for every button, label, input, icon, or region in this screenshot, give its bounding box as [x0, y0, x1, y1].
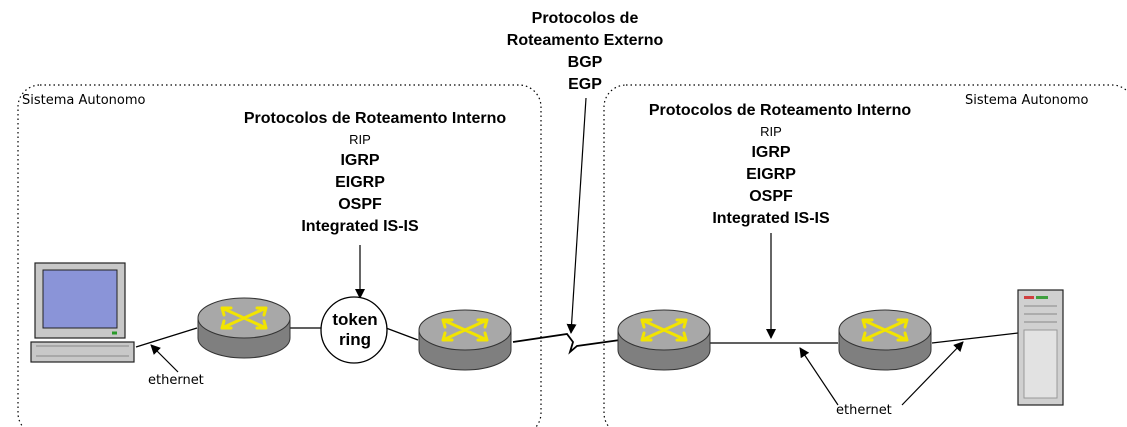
left-protocol-isis: Integrated IS-IS [301, 218, 419, 235]
right-protocol-rip: RIP [760, 124, 782, 139]
external-protocol-bgp: BGP [567, 54, 603, 71]
token-ring-icon [320, 296, 388, 364]
external-title-line2: Roteamento Externo [506, 32, 664, 49]
external-protocol-pointer [566, 97, 587, 334]
right-protocol-igrp: IGRP [751, 144, 791, 161]
router-icon [617, 309, 711, 371]
left-protocol-rip: RIP [349, 132, 371, 147]
right-as-heading: Protocolos de Roteamento Interno [648, 102, 912, 119]
router-icon [418, 309, 512, 371]
ethernet-link-pc-router [135, 327, 198, 348]
right-as-label: Sistema Autonomo [965, 93, 1089, 108]
left-as-heading: Protocolos de Roteamento Interno [243, 110, 507, 127]
router-icon [197, 297, 291, 359]
external-protocol-egp: EGP [568, 76, 602, 93]
external-protocols-label: Protocolos de Roteamento Externo BGP EGP [465, 8, 705, 96]
wan-serial-link [512, 333, 621, 355]
left-protocol-eigrp: EIGRP [335, 174, 385, 191]
right-as-protocol-list: RIP IGRP EIGRP OSPF Integrated IS-IS [666, 122, 876, 230]
token-ring-line2: ring [338, 330, 372, 349]
right-autonomous-system-boundary [603, 84, 1127, 427]
ethernet-link-router-server [931, 332, 1019, 344]
right-protocol-ospf: OSPF [749, 188, 793, 205]
ethernet-pointer-right-b [901, 341, 964, 406]
left-ethernet-label: ethernet [148, 373, 204, 388]
server-icon [1017, 289, 1064, 406]
left-as-protocol-list: RIP IGRP EIGRP OSPF Integrated IS-IS [255, 130, 465, 238]
external-title-line1: Protocolos de [531, 10, 639, 27]
right-protocol-eigrp: EIGRP [746, 166, 796, 183]
left-protocol-igrp: IGRP [340, 152, 380, 169]
token-ring-label: token ring [322, 310, 388, 350]
router-icon [838, 309, 932, 371]
left-autonomous-system-boundary [17, 84, 542, 427]
right-ethernet-label: ethernet [836, 403, 892, 418]
token-ring-line1: token [332, 310, 378, 329]
left-protocol-ospf: OSPF [338, 196, 382, 213]
right-protocol-isis: Integrated IS-IS [712, 210, 830, 227]
ethernet-pointer-left [150, 344, 179, 373]
workstation-icon [30, 262, 135, 363]
left-as-label: Sistema Autonomo [22, 93, 146, 108]
ethernet-pointer-right-a [799, 347, 839, 406]
link-token-ring-router [385, 327, 419, 341]
